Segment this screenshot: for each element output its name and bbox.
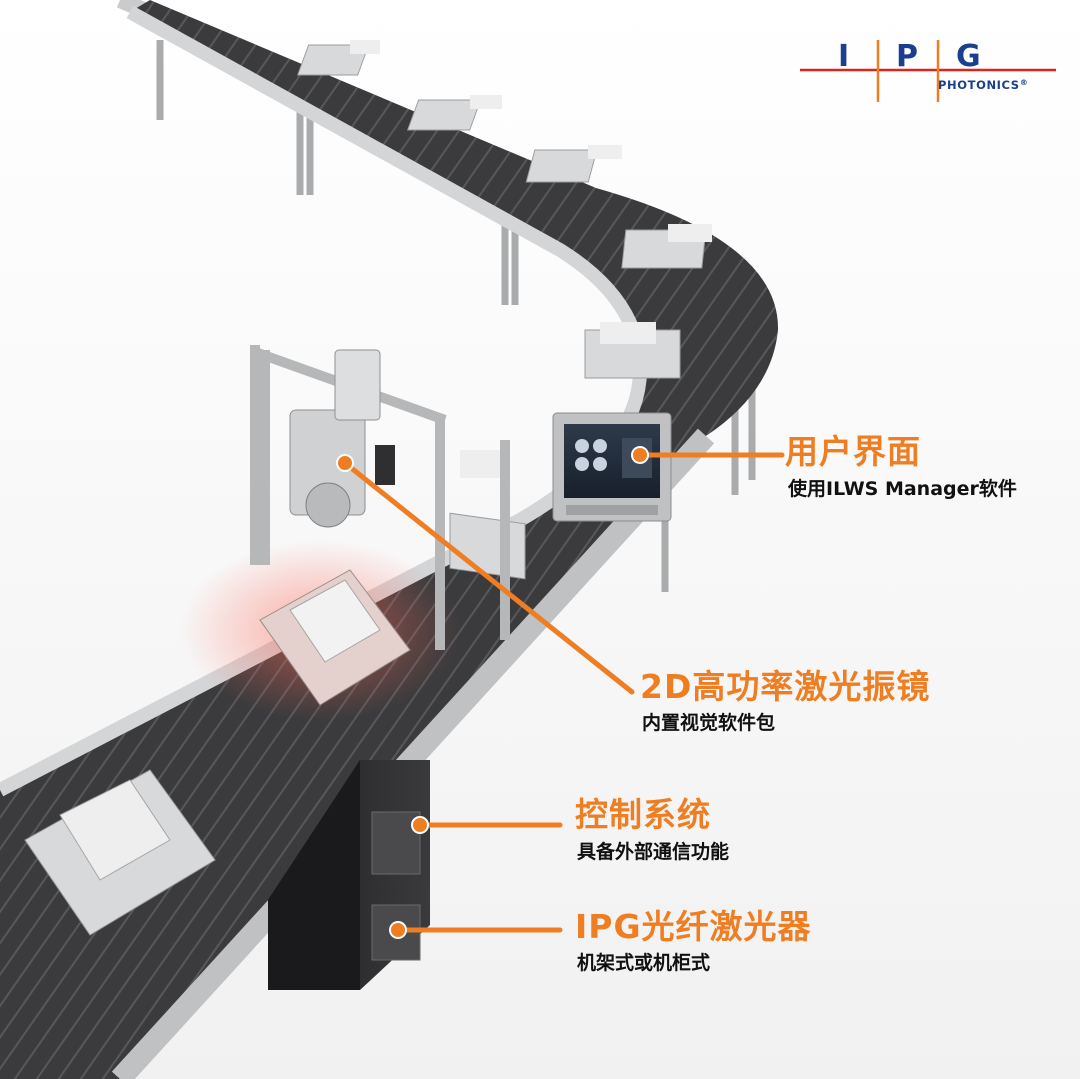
conveyor-belt bbox=[0, 0, 779, 1079]
callout-subtitle-fiber-laser: 机架式或机柜式 bbox=[577, 952, 711, 974]
logo-letter: P bbox=[896, 39, 918, 74]
pallet-under-laser bbox=[259, 569, 411, 706]
callout-subtitle-control-system: 具备外部通信功能 bbox=[577, 841, 730, 863]
callout-subtitle-galvo: 内置视觉软件包 bbox=[642, 712, 776, 734]
callout-title-galvo: 2D高功率激光振镜 bbox=[640, 667, 931, 706]
hmi-panel bbox=[552, 412, 672, 522]
logo-letter: I bbox=[838, 39, 850, 74]
laser-station-frame bbox=[250, 345, 510, 650]
callout-title-user-interface: 用户界面 bbox=[785, 432, 921, 471]
pallet bbox=[407, 95, 502, 131]
pallet bbox=[297, 40, 380, 76]
pallet bbox=[584, 322, 681, 379]
callout-title-fiber-laser: IPG光纤激光器 bbox=[575, 907, 812, 946]
leader-control-system-dot bbox=[411, 816, 429, 834]
conveyor-front-rail bbox=[111, 428, 715, 1079]
registered-mark: ® bbox=[1019, 78, 1029, 87]
callout-subtitle-user-interface: 使用ILWS Manager软件 bbox=[788, 478, 1017, 500]
logo-subtitle: PHOTONICS® bbox=[938, 78, 1028, 92]
ipg-photonics-logo: I P G PHOTONICS® bbox=[800, 40, 1056, 102]
leader-user-interface-dot bbox=[631, 446, 649, 464]
logo-subtitle-text: PHOTONICS bbox=[938, 78, 1020, 92]
leader-galvo-line bbox=[342, 460, 635, 695]
leader-galvo-dot bbox=[336, 454, 354, 472]
callout-leaders bbox=[336, 446, 785, 939]
leader-fiber-laser-dot bbox=[389, 921, 407, 939]
pallet bbox=[621, 224, 712, 269]
logo-letter: G bbox=[956, 39, 981, 74]
callout-title-control-system: 控制系统 bbox=[575, 795, 711, 834]
pallet bbox=[525, 145, 622, 183]
pallet bbox=[24, 769, 216, 936]
galvo-scan-head bbox=[289, 349, 395, 528]
